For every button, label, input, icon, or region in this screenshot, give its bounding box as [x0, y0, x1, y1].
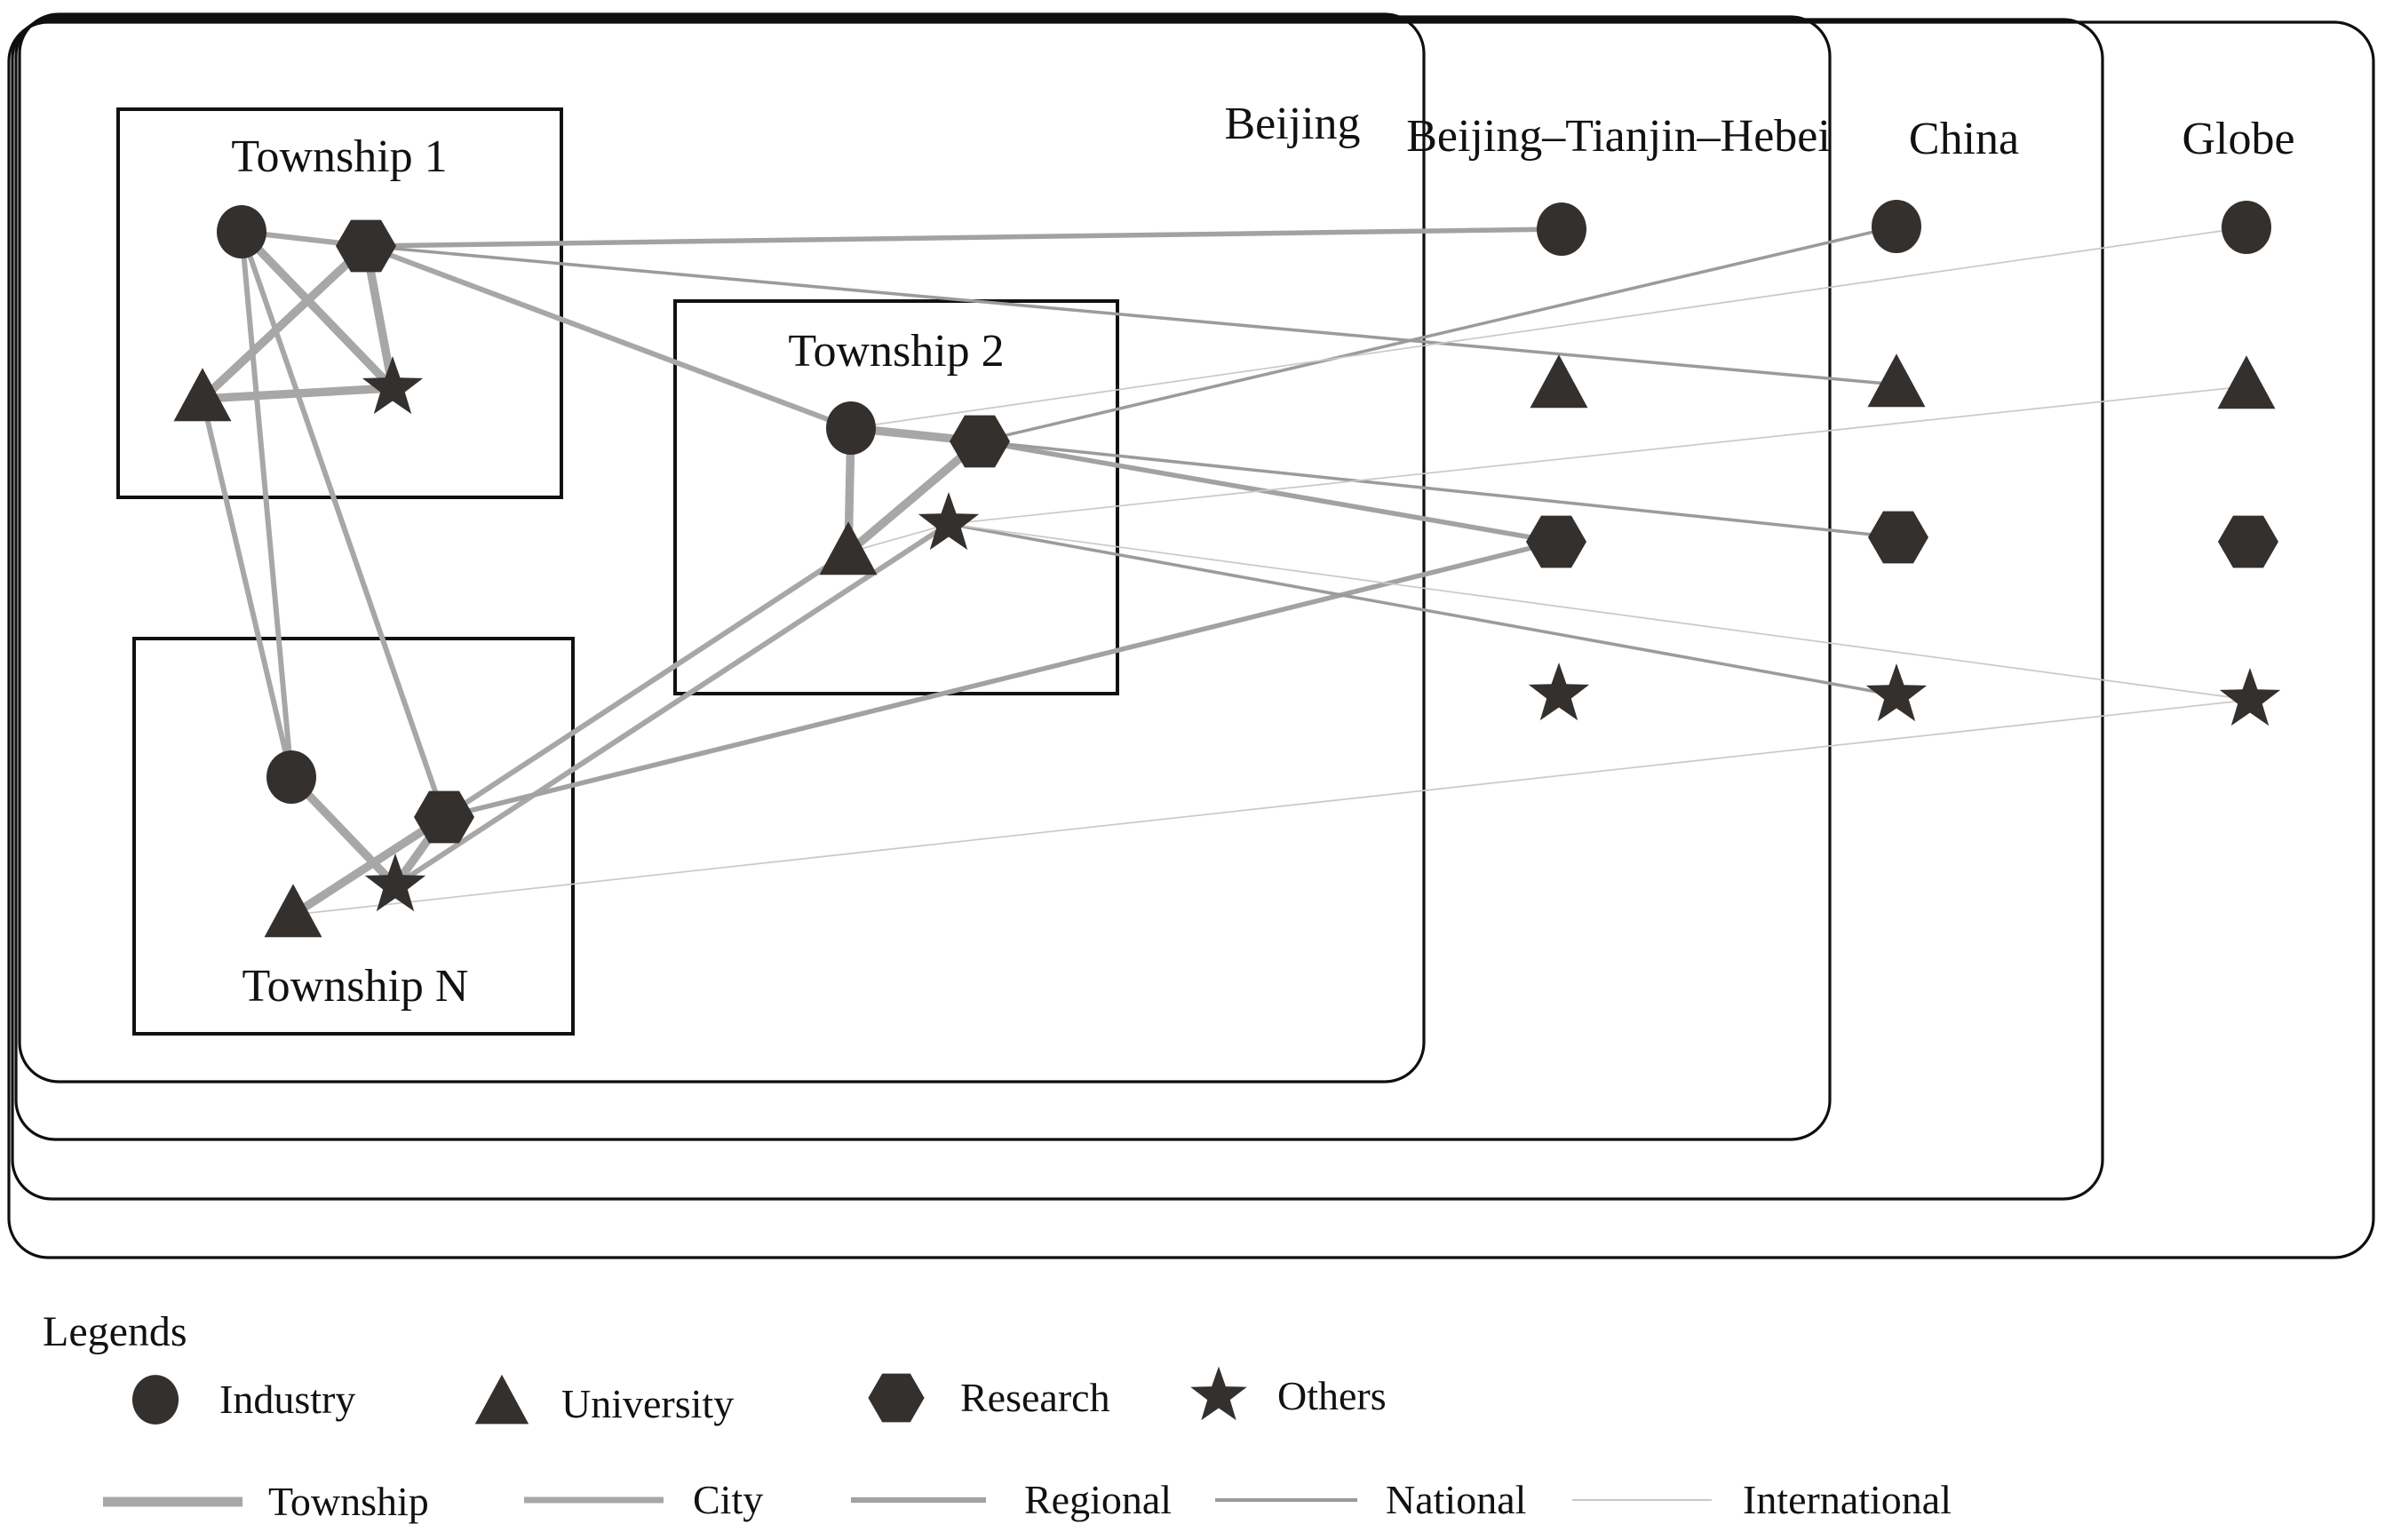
township-2-label: Township 2 — [788, 326, 1005, 377]
frame-label-globe: Globe — [2182, 114, 2295, 164]
scale-frame-beijing-tianjin-hebei — [14, 15, 1832, 1141]
legend-label-others: Others — [1277, 1373, 1387, 1418]
edge-township-tn-research--tn-university — [290, 814, 447, 918]
scale-frame-china — [11, 18, 2104, 1201]
frame-label-beijing-tianjin-hebei: Beijing–Tianjin–Hebei — [1406, 111, 1831, 162]
edge-international-tn-university--globe-others — [292, 699, 2251, 916]
node-tn-industry-icon — [266, 750, 316, 804]
node-globe-others-icon — [2219, 668, 2281, 726]
node-t2-industry-icon — [826, 401, 876, 455]
node-bth-industry-icon — [1537, 202, 1586, 256]
edge-international-t2-others--globe-university — [948, 385, 2247, 525]
edge-national-t1-research--china-university — [365, 244, 1897, 386]
legend-label-industry: Industry — [219, 1377, 356, 1422]
node-china-industry-icon — [1872, 200, 1921, 253]
node-t1-university-icon — [173, 368, 232, 422]
legend-label-regional-line: Regional — [1024, 1477, 1173, 1522]
township-box-t1 — [116, 107, 563, 499]
edge-international-t2-industry--globe-industry — [850, 226, 2247, 429]
legend-label-university: University — [561, 1381, 735, 1426]
node-tn-university-icon — [264, 884, 322, 938]
township-box-t2 — [673, 299, 1119, 695]
node-t2-others-icon — [918, 492, 980, 551]
legend-others-icon — [1190, 1366, 1247, 1421]
node-bth-university-icon — [1530, 354, 1588, 409]
edge-city-t1-industry--tn-research — [239, 231, 447, 818]
legend-industry-icon — [131, 1375, 179, 1425]
node-tn-others-icon — [364, 853, 426, 912]
edge-township-t1-research--t1-university — [199, 242, 370, 402]
legend-label-research: Research — [960, 1375, 1110, 1420]
node-china-university-icon — [1867, 353, 1926, 408]
legend-label-township-line: Township — [268, 1479, 429, 1524]
edge-city-t1-research--t2-industry — [364, 243, 853, 431]
edge-international-t2-others--globe-others — [948, 523, 2251, 701]
legend-label-national-line: National — [1386, 1477, 1527, 1522]
node-t2-research-icon — [950, 415, 1010, 468]
edge-city-tn-others--t2-others — [394, 521, 950, 888]
edge-regional-t1-research--bth-industry — [365, 226, 1562, 249]
node-t1-others-icon — [362, 356, 424, 415]
edge-national-t2-others--china-others — [948, 522, 1897, 697]
node-china-research-icon — [1868, 511, 1928, 564]
township-n-label: Township N — [242, 961, 469, 1012]
edge-township-t2-research--t2-university — [845, 438, 983, 556]
node-globe-industry-icon — [2222, 201, 2271, 254]
legend-label-city-line: City — [693, 1477, 764, 1522]
edge-national-t2-research--china-industry — [979, 225, 1897, 443]
edge-national-t2-research--china-research — [979, 440, 1899, 539]
scale-frame-beijing — [18, 12, 1426, 1084]
frame-label-china: China — [1908, 114, 2020, 164]
node-bth-research-icon — [1526, 515, 1586, 568]
edge-regional-tn-research--bth-research — [443, 539, 1557, 820]
edge-regional-t2-research--bth-research — [979, 439, 1557, 544]
township-1-label: Township 1 — [231, 131, 448, 182]
edge-international-t2-university--t2-others — [847, 523, 950, 553]
legend-label-international-line: International — [1743, 1477, 1952, 1522]
node-globe-university-icon — [2217, 355, 2276, 409]
frame-label-beijing: Beijing — [1224, 99, 1361, 149]
node-t2-university-icon — [819, 521, 878, 576]
node-globe-research-icon — [2218, 515, 2278, 568]
node-t1-research-icon — [336, 219, 396, 273]
scale-frame-globe — [7, 20, 2375, 1259]
edge-city-t1-university--tn-industry — [200, 398, 294, 778]
node-tn-research-icon — [414, 790, 474, 844]
township-box-tn — [132, 637, 575, 1036]
node-china-others-icon — [1865, 663, 1928, 722]
edge-city-tn-research--t2-university — [442, 550, 850, 820]
legend-research-icon — [868, 1373, 925, 1423]
node-bth-others-icon — [1528, 663, 1590, 721]
edge-city-t1-industry--tn-industry — [239, 231, 294, 778]
legend-title: Legends — [43, 1308, 187, 1355]
node-t1-industry-icon — [217, 205, 266, 258]
edge-township-t1-industry--t1-others — [238, 228, 396, 392]
legend-university-icon — [474, 1374, 529, 1425]
